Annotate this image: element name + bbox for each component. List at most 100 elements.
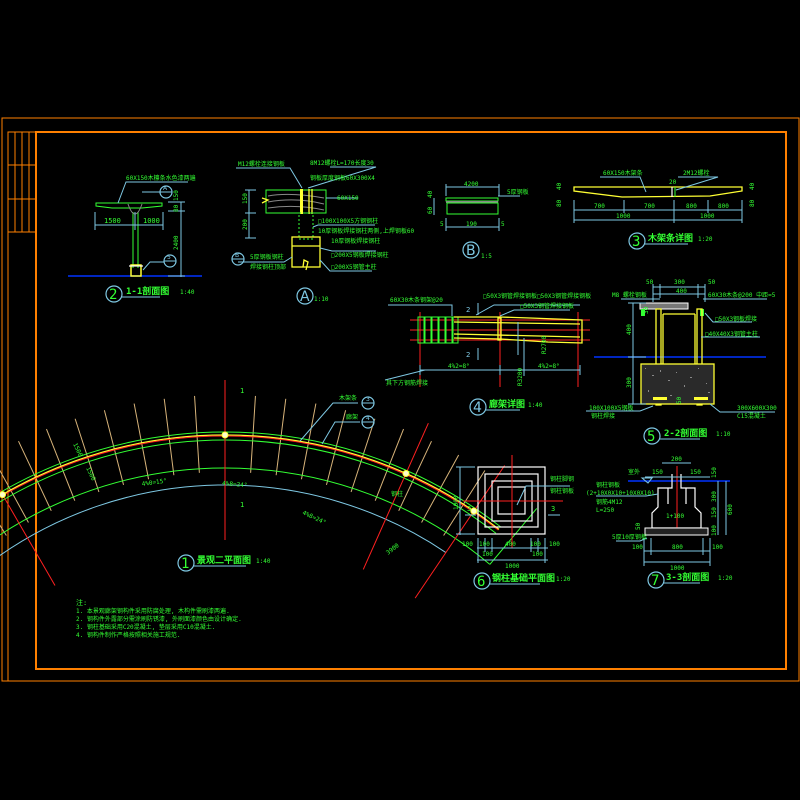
notes-item-3: 3. 钢柱基础采用C20混凝土, 垫层采用C10混凝土. [76, 623, 215, 631]
v3-seg-3: 800 [718, 203, 729, 210]
v5-number: 5 [647, 429, 655, 445]
va-note-4: 60X150 [337, 195, 359, 202]
v3-note-1: 60X150木架条 [603, 169, 643, 177]
v4-note-1: 60X30木条钢架@20 [390, 296, 443, 304]
v3-half-0: 1000 [616, 213, 631, 220]
v4-note-4: 其下方钢筋焊接 [386, 379, 428, 387]
v1-callout-4-num: 4 [366, 415, 370, 422]
callout-b-marker: B [231, 252, 245, 266]
v1-scale: 1:40 [256, 558, 271, 565]
v7-dim-800: 800 [672, 544, 683, 551]
vb-dim-l: 5 [440, 221, 444, 228]
timber-slat [374, 428, 405, 501]
v3-scale: 1:20 [698, 236, 713, 243]
view-2-section-1-1: 60X150木檩条水色漆两遍 1500 1000 150 80 2400 A 5… [68, 174, 202, 303]
v6-dim-b0: 100 [462, 541, 473, 548]
v7-dim-300: 300 [711, 491, 718, 502]
v5-dim-300: 300 [674, 279, 685, 286]
va-tag-b: B [235, 252, 239, 259]
v7-dim-150a: 150 [711, 467, 718, 478]
title-strip [7, 131, 37, 681]
v5-note-6: 钢柱焊接 [591, 412, 615, 420]
general-notes: 注: 1. 本景观廊架钢构件采用防腐处理, 木构件需刷漆两遍. 2. 钢构件外露… [76, 598, 242, 639]
v2-dim-80: 80 [173, 204, 180, 212]
v6-sect-right: 3 [551, 505, 555, 513]
v1-section-mark-a: 1 [240, 501, 244, 509]
v5-note-5: 100X100X5钢板 [589, 404, 634, 412]
v7-note-4: L=250 [596, 507, 614, 514]
view-4-corridor-detail: 60X30木条钢架@20 □50X3钢管焊接钢板□50X3钢管焊接钢板 □50X… [384, 292, 591, 416]
v7-note-3: 钢筋4M12 [596, 498, 623, 506]
end-limit-right [489, 508, 538, 565]
v7-dim-100l: 100 [632, 544, 643, 551]
v2-number: 2 [109, 287, 117, 303]
v5-dim-h50: 50 [676, 396, 683, 404]
v6-note-1: 钢柱脚钢 [550, 475, 574, 483]
v3-dim-40r: 40 [749, 182, 756, 190]
v3-dim-80r: 80 [749, 199, 756, 207]
v1-dim-3: 3900 [385, 542, 401, 557]
va-dim-150: 150 [242, 193, 249, 204]
v5-dim-50l: 50 [646, 279, 654, 286]
v6-dim-s0: 100 [482, 551, 493, 558]
v2-title: 1-1剖面图 [126, 285, 169, 297]
v2-dim-150: 150 [173, 190, 180, 201]
timber-slat [300, 403, 317, 480]
v2-tag-a: A [163, 185, 168, 192]
timber-slat [325, 410, 347, 485]
v1-callout-4-label: 廊架 [346, 413, 358, 421]
v7-dim-1000: 1000 [670, 565, 685, 572]
va-dim-200: 200 [242, 219, 249, 230]
v5-title: 2-2剖面图 [664, 427, 707, 439]
timber-slat [421, 454, 460, 523]
v7-dim-50: 50 [635, 522, 642, 530]
vb-dim-60: 60 [427, 206, 434, 214]
timber-slat [163, 398, 175, 476]
timber-slat [398, 440, 432, 512]
va-scale: 1:10 [314, 296, 329, 303]
notes-item-1: 1. 本景观廊架钢构件采用防腐处理, 木构件需刷漆两遍. [76, 607, 230, 615]
v4-sect-bottom: 2 [466, 351, 470, 359]
v7-dim-100: 100 [711, 525, 718, 536]
v3-dim-80l: 80 [556, 199, 563, 207]
va-note-7: 10厚钢板焊接钢柱 [331, 237, 380, 245]
timber-slat [133, 403, 150, 480]
vb-scale: 1:5 [481, 253, 492, 260]
v3-seg-0: 700 [594, 203, 605, 210]
view-1-plan: 4%0=15° 4%8=24° 4%8=24° 1 1 1500 1500 39… [0, 380, 538, 599]
v2-scale: 1:40 [180, 289, 195, 296]
notes-item-4: 4. 钢构件制作严格按照相关施工规范. [76, 631, 180, 639]
view-3-purlin-detail: 60X150木架条 2M12螺栓 20 40 80 40 80 700 700 … [556, 169, 756, 250]
v6-dim-total: 1000 [505, 563, 520, 570]
v2-dim-2400: 2400 [173, 235, 180, 250]
vb-dim-mid: 190 [466, 221, 477, 228]
v7-dim-100r: 100 [712, 544, 723, 551]
v3-note-2: 2M12螺栓 [683, 169, 709, 177]
v7-dim-200: 200 [671, 456, 682, 463]
va-note-11: 焊接钢柱顶部 [250, 263, 286, 271]
v6-dim-b2: 400 [505, 541, 516, 548]
callout-5-marker: 5 [142, 254, 177, 271]
view-a-detail: M12螺栓连接钢板 8M12螺栓L=170长度30 钢板厚度钢板60X300X4… [231, 159, 414, 305]
v4-ang-r: 4%2=8° [538, 363, 560, 370]
timber-slat [350, 418, 376, 493]
v6-title: 钢柱基础平面图 [492, 572, 555, 584]
timber-slat [0, 469, 29, 523]
va-note-5: □100X100X5方钢钢柱 [318, 217, 378, 225]
v3-dim-40l: 40 [556, 182, 563, 190]
v4-title: 廊架详图 [489, 398, 525, 410]
v2-tag-5: 5 [167, 254, 171, 261]
notes-item-2: 2. 钢构件外露部分需涂刷防锈漆, 外刷面漆颜色由设计确定. [76, 615, 242, 623]
timber-slat [194, 395, 200, 473]
v6-dim-b1: 100 [479, 541, 490, 548]
va-note-6: 10厚钢板焊接钢柱两侧,上焊钢板60 [318, 227, 414, 235]
v4-number: 4 [473, 400, 482, 416]
drawing-frame [1, 117, 800, 682]
v3-title: 木架条详图 [647, 232, 693, 244]
v2-dim-1000: 1000 [143, 217, 160, 225]
v1-angle-right: 4%8=24° [301, 509, 327, 526]
v6-dim-b3: 100 [530, 541, 541, 548]
view-5-section-2-2: 50 300 50 400 M8 螺栓钢板 60X30木条@200 中距=5 □… [586, 279, 777, 445]
callout-a-marker: A [142, 185, 173, 199]
